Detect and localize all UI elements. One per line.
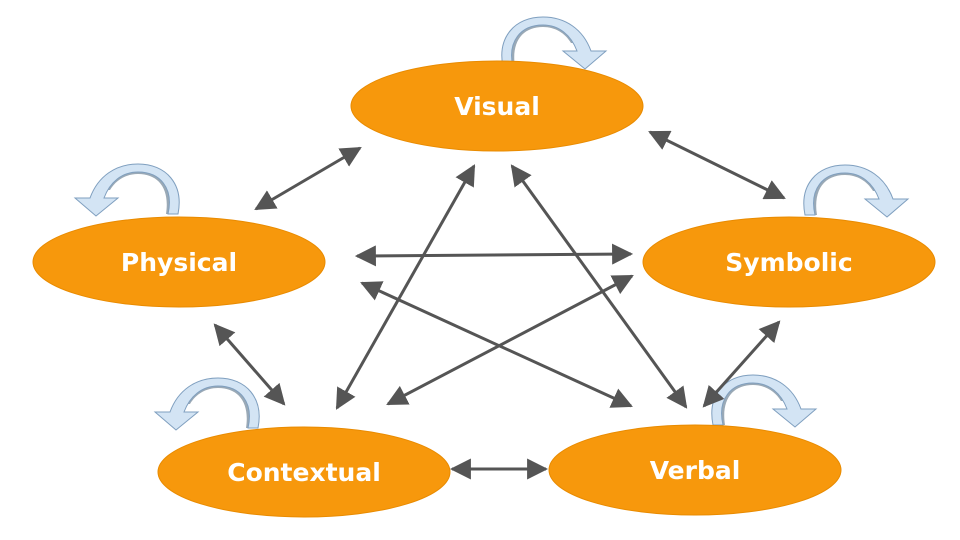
loop-arrow-body: [501, 16, 608, 70]
self-loop-contextual-curved-arrow-icon: [153, 377, 260, 431]
connection-visual-symbolic: [648, 130, 786, 200]
self-loop-physical-curved-arrow-icon: [73, 163, 180, 217]
connection-physical-symbolic: [354, 243, 634, 267]
node-physical-label: Physical: [121, 248, 237, 277]
loop-arrow-body: [803, 164, 910, 218]
node-symbolic-label: Symbolic: [725, 248, 852, 277]
node-verbal: Verbal: [548, 424, 842, 516]
node-symbolic-shape: [642, 216, 936, 308]
node-contextual-shape: [157, 426, 451, 518]
self-loop-visual-curved-arrow-icon: [501, 16, 608, 70]
node-symbolic: Symbolic: [642, 216, 936, 308]
connection-visual-contextual: [335, 164, 476, 410]
node-contextual-label: Contextual: [227, 458, 381, 487]
connection-visual-physical: [254, 146, 362, 211]
node-physical-shape: [32, 216, 326, 308]
node-verbal-shape: [548, 424, 842, 516]
self-loop-symbolic-curved-arrow-icon: [803, 164, 910, 218]
loop-arrow-body: [153, 377, 260, 431]
node-visual: Visual: [350, 60, 644, 152]
node-contextual: Contextual: [157, 426, 451, 518]
connection-physical-contextual: [213, 323, 286, 406]
self-loop-verbal-curved-arrow-icon: [711, 374, 818, 428]
node-visual-shape: [350, 60, 644, 152]
node-visual-label: Visual: [454, 92, 540, 121]
connection-physical-verbal: [360, 281, 633, 408]
connection-symbolic-verbal: [702, 320, 781, 408]
node-physical: Physical: [32, 216, 326, 308]
connection-symbolic-contextual: [386, 274, 634, 406]
loop-arrow-body: [711, 374, 818, 428]
connection-visual-verbal: [510, 164, 688, 409]
connections: [213, 130, 786, 480]
loop-arrow-body: [73, 163, 180, 217]
node-verbal-label: Verbal: [650, 456, 741, 485]
